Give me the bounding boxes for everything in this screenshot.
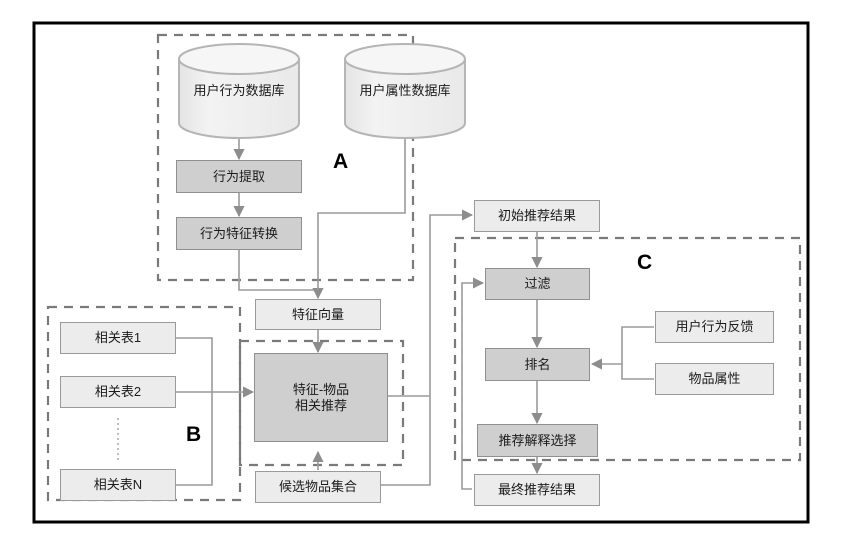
node-label: 过滤 [524,276,551,292]
edge-itemattr-ranking [621,364,654,380]
node-candidate-item-set[interactable]: 候选物品集合 [255,471,381,503]
node-behavior-feature-transform[interactable]: 行为特征转换 [176,217,302,250]
node-label: 最终推荐结果 [497,482,576,498]
edge-feedback-ranking [590,326,654,370]
edge-transform-featurevector [238,250,324,300]
region-label-c: C [637,251,653,274]
node-label: 用户行为反馈 [675,319,754,335]
node-label: 特征-物品 相关推荐 [292,382,350,413]
region-a-boundary [156,33,415,282]
region-middle-boundary [238,339,405,467]
node-label: 用户属性数据库 [359,83,451,99]
node-feature-vector[interactable]: 特征向量 [255,299,381,330]
node-behavior-extract[interactable]: 行为提取 [176,160,302,193]
region-label-a: A [333,150,349,173]
node-label: 特征向量 [291,306,344,322]
node-ranking[interactable]: 排名 [485,348,590,381]
node-label: 相关表1 [94,330,142,346]
outer-frame [32,21,810,524]
node-label: 行为特征转换 [199,225,278,241]
node-label: 行为提取 [212,168,265,184]
edge-final-filter-feedback [461,277,485,490]
node-recommend-explain-select[interactable]: 推荐解释选择 [477,424,598,457]
node-user-behavior-db[interactable]: 用户行为数据库 [176,42,302,140]
node-label: 初始推荐结果 [497,208,576,224]
edge-table1-bus [176,337,213,392]
vertical-ellipsis-icon [117,418,119,462]
node-label: 相关表N [93,477,143,493]
node-item-attribute[interactable]: 物品属性 [655,363,774,395]
region-c-boundary [453,236,802,462]
node-label: 排名 [524,356,551,372]
cylinder-shape [178,43,300,139]
node-label: 相关表2 [94,384,142,400]
node-label: 推荐解释选择 [498,432,577,448]
node-related-table-n[interactable]: 相关表N [60,469,176,501]
node-label: 物品属性 [688,371,741,387]
node-final-recommend-result[interactable]: 最终推荐结果 [474,474,600,506]
node-initial-recommend-result[interactable]: 初始推荐结果 [474,200,600,232]
node-feature-item-recommend[interactable]: 特征-物品 相关推荐 [254,353,388,442]
node-label: 候选物品集合 [278,479,357,495]
node-filter[interactable]: 过滤 [485,268,590,300]
node-label: 用户行为数据库 [193,83,285,99]
edge-candidate-initial [381,209,474,486]
edge-attrdb-featurevector [317,139,406,290]
node-user-attribute-db[interactable]: 用户属性数据库 [342,42,468,140]
region-label-b: B [186,423,202,446]
edge-tablen-bus [176,392,213,486]
node-related-table-2[interactable]: 相关表2 [60,376,176,408]
cylinder-shape [344,43,466,139]
node-user-behavior-feedback[interactable]: 用户行为反馈 [655,311,774,343]
node-related-table-1[interactable]: 相关表1 [60,322,176,354]
